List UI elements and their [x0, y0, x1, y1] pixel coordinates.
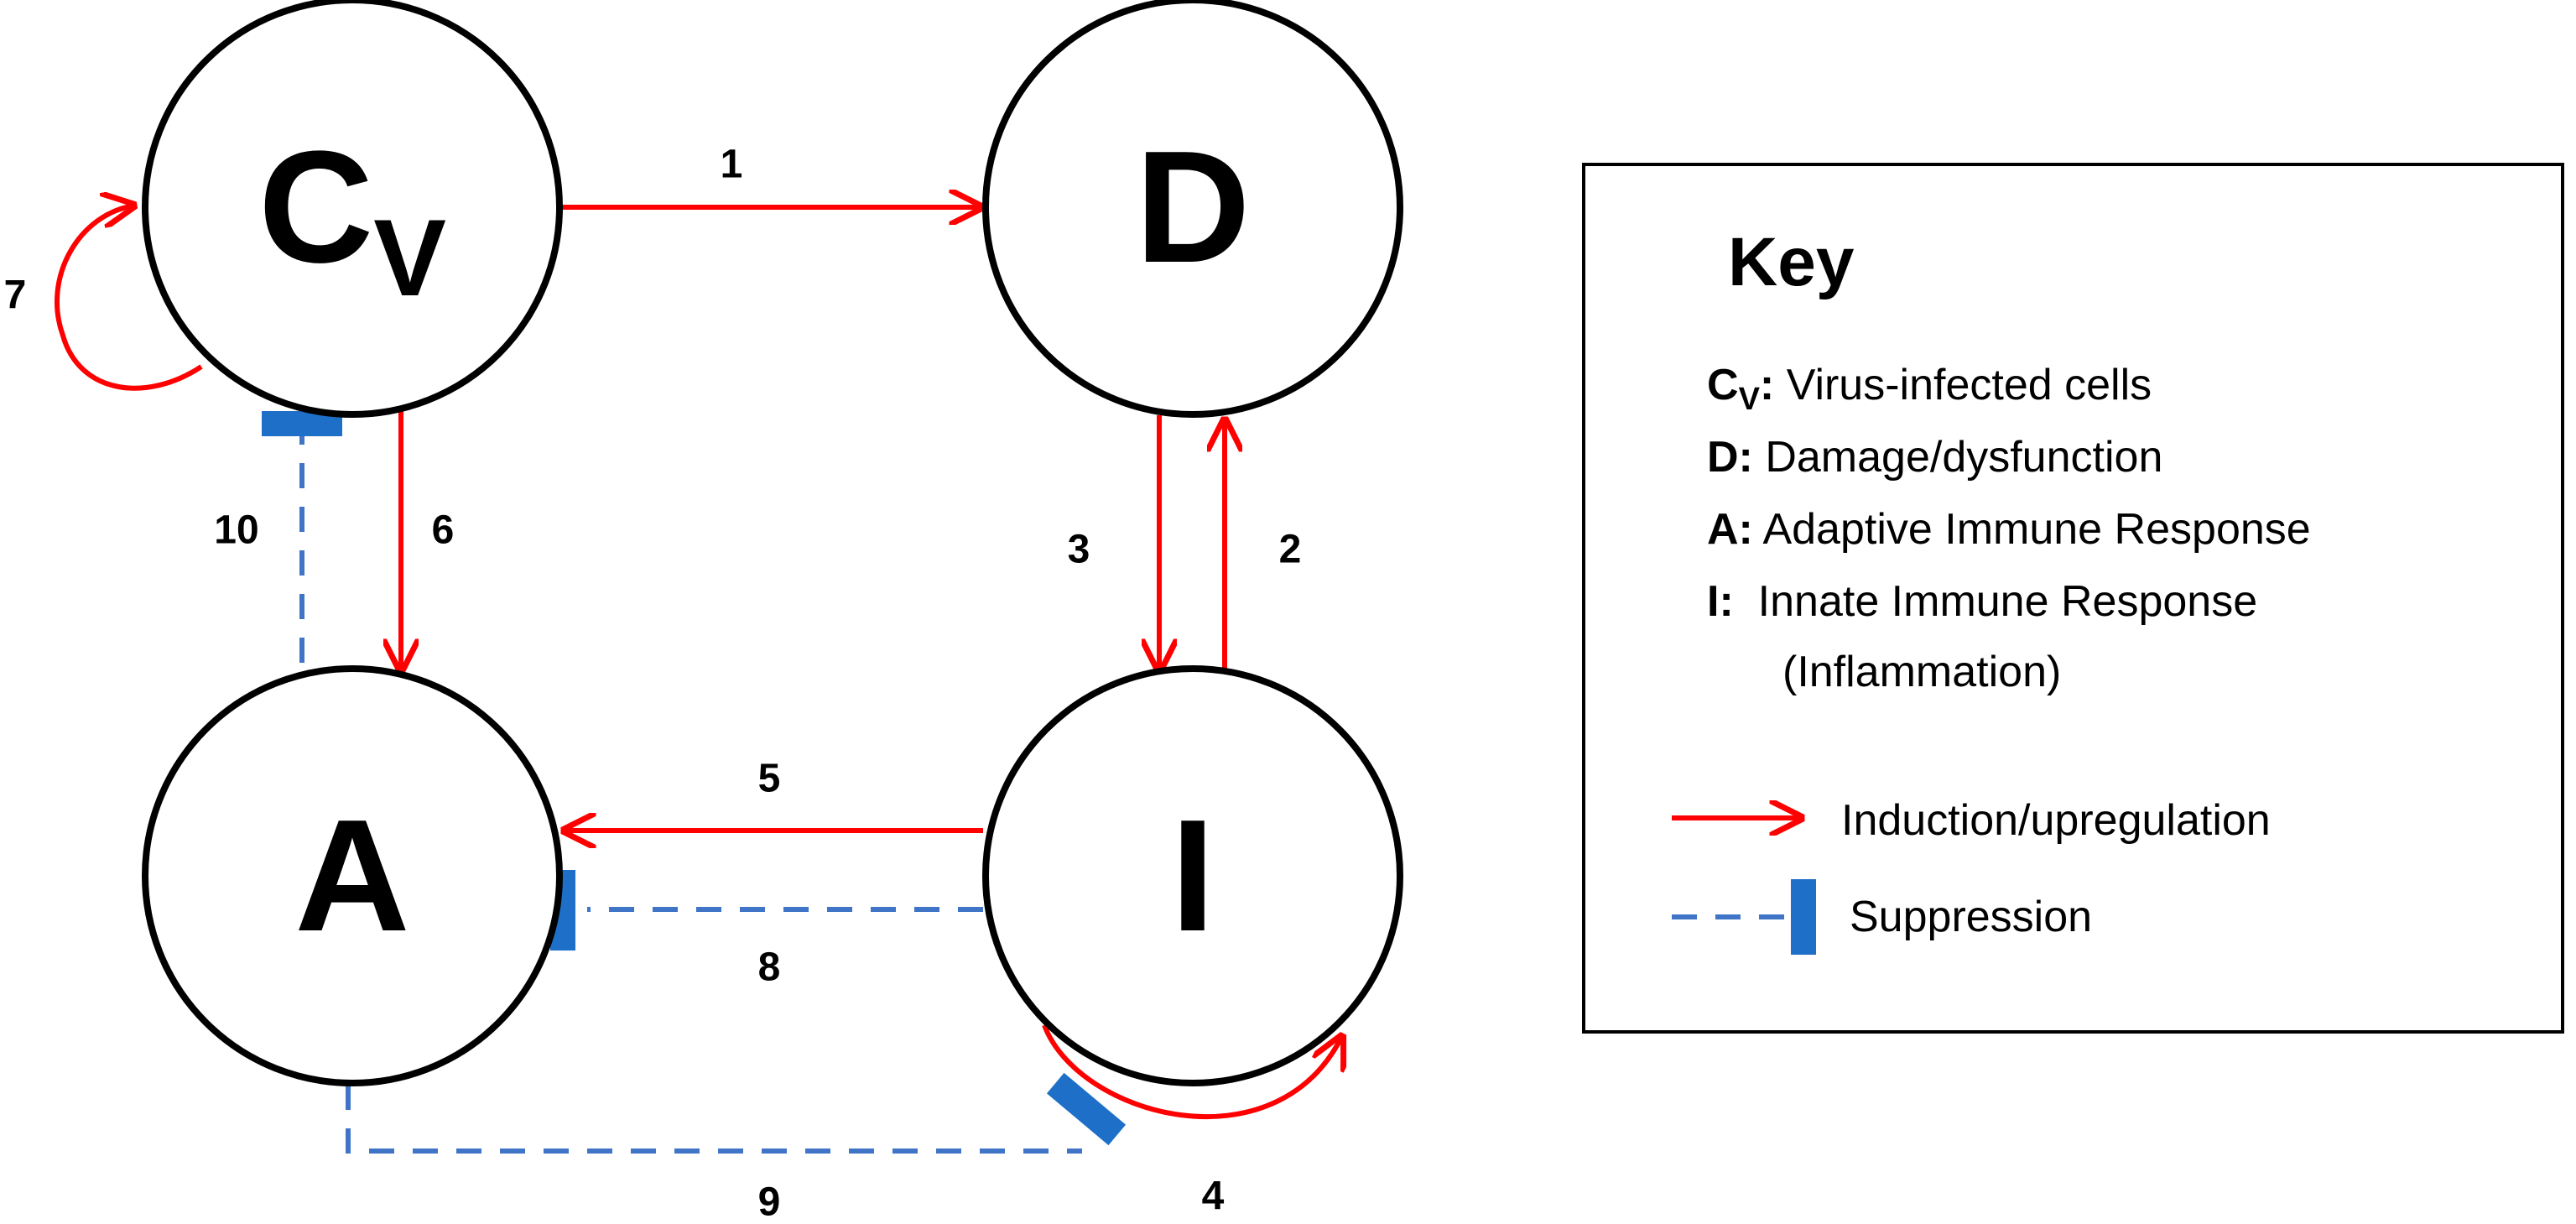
node-d: D: [982, 0, 1403, 418]
edge-9-bar: [1046, 1072, 1127, 1146]
edge-5-label: 5: [758, 757, 781, 801]
edge-3-label: 3: [1068, 528, 1090, 572]
node-a: A: [142, 665, 563, 1086]
node-i: I: [982, 665, 1403, 1086]
key-entry-d: D: Damage/dysfunction: [1707, 433, 2162, 482]
node-d-label: D: [1135, 118, 1250, 296]
edge-7-self-loop: [54, 206, 203, 391]
node-cv-main: C: [258, 118, 373, 296]
edge-9-label: 9: [758, 1180, 781, 1224]
key-induction-label: Induction/upregulation: [1841, 796, 2271, 845]
edge-7-label: 7: [4, 273, 27, 318]
svg-text:CV: CV: [258, 118, 446, 319]
key-entry-i-desc: Innate Immune Response: [1734, 577, 2257, 626]
key-entry-cv-desc: Virus-infected cells: [1774, 361, 2152, 409]
key-entry-cv-colon: :: [1760, 361, 1774, 409]
edge-9-suppression-line: [346, 1085, 1082, 1154]
edge-8-label: 8: [758, 945, 781, 990]
node-cv-sub: V: [373, 196, 446, 319]
edge-1-label: 1: [721, 143, 743, 187]
key-entry-i: I: Innate Immune Response: [1707, 577, 2257, 626]
edge-4-self-loop: [1042, 1023, 1342, 1119]
node-cv: CV: [142, 0, 563, 418]
key-entry-i-continuation: (Inflammation): [1782, 648, 2061, 696]
key-entry-cv-term: C: [1707, 361, 1739, 409]
key-entry-a-desc: Adaptive Immune Response: [1753, 505, 2311, 554]
key-entry-d-term: D:: [1707, 433, 1753, 482]
node-i-label: I: [1171, 787, 1215, 965]
key-suppression-bar: [1791, 879, 1816, 955]
key-box: Key CV: Virus-infected cells D: Damage/d…: [1582, 163, 2564, 1034]
key-entry-cv-sub: V: [1739, 382, 1761, 417]
key-entry-a: A: Adaptive Immune Response: [1707, 505, 2311, 554]
key-entry-i-term: I:: [1707, 577, 1734, 626]
key-entry-a-term: A:: [1707, 505, 1753, 554]
edge-6-label: 6: [432, 508, 455, 553]
edge-10-label: 10: [214, 508, 258, 553]
key-suppression-label: Suppression: [1850, 893, 2092, 941]
key-entry-d-desc: Damage/dysfunction: [1753, 433, 2163, 482]
key-entry-cv: CV: Virus-infected cells: [1707, 361, 2152, 417]
edge-2-label: 2: [1279, 528, 1302, 572]
key-title: Key: [1728, 224, 1855, 300]
node-a-label: A: [294, 787, 409, 965]
edge-4-label: 4: [1202, 1175, 1225, 1219]
